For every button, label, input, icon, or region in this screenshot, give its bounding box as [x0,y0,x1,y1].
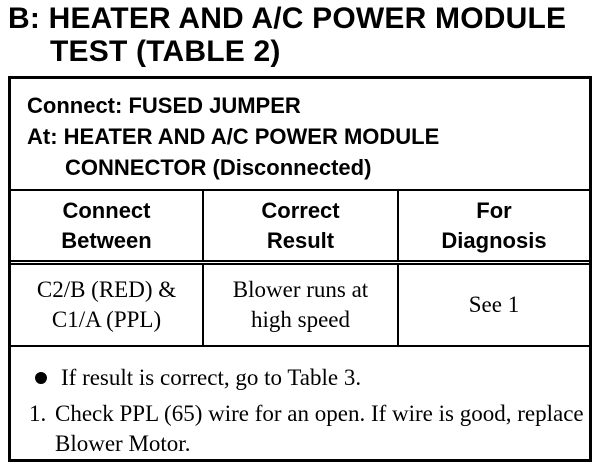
table-row: C2/B (RED) & C1/A (PPL) Blower runs at h… [11,265,589,347]
table-header-row: Connect Between Correct Result For Diagn… [11,191,589,265]
note-number: 1. [29,401,47,426]
connect-instructions: Connect: FUSED JUMPER At: HEATER AND A/C… [11,79,589,191]
header-text: For [476,197,512,223]
bullet-note-text: If result is correct, go to Table 3. [61,365,362,390]
bullet-icon [35,372,47,384]
header-text: Diagnosis [441,227,547,253]
cell-correct-result: Blower runs at high speed [204,265,399,345]
header-text: Between [61,227,152,253]
notes-section: If result is correct, go to Table 3. 1. … [11,349,589,459]
header-text: Result [266,227,335,253]
header-text: Connect [62,197,151,223]
header-connect-between: Connect Between [11,191,204,260]
header-for-diagnosis: For Diagnosis [399,191,589,260]
test-table: Connect: FUSED JUMPER At: HEATER AND A/C… [8,76,592,462]
cell-text: C2/B (RED) & [36,277,177,302]
numbered-note: 1. Check PPL (65) wire for an open. If w… [29,399,589,459]
at-line: At: HEATER AND A/C POWER MODULE [27,124,440,149]
cell-text: C1/A (PPL) [51,307,162,332]
cell-connect-between: C2/B (RED) & C1/A (PPL) [11,265,204,345]
cell-text: high speed [250,307,350,332]
connect-line: Connect: FUSED JUMPER [27,93,301,118]
cell-for-diagnosis: See 1 [468,292,520,317]
cell-text: Blower runs at [232,277,369,302]
header-text: Correct [261,197,340,223]
connector-line: CONNECTOR (Disconnected) [65,155,372,180]
header-correct-result: Correct Result [204,191,399,260]
numbered-note-text: Check PPL (65) wire for an open. If wire… [55,401,584,456]
page-title: B: HEATER AND A/C POWER MODULE TEST (TAB… [8,2,600,68]
title-line-2: TEST (TABLE 2) [50,35,281,68]
title-line-1: B: HEATER AND A/C POWER MODULE [8,2,567,35]
bullet-note: If result is correct, go to Table 3. [29,363,589,393]
